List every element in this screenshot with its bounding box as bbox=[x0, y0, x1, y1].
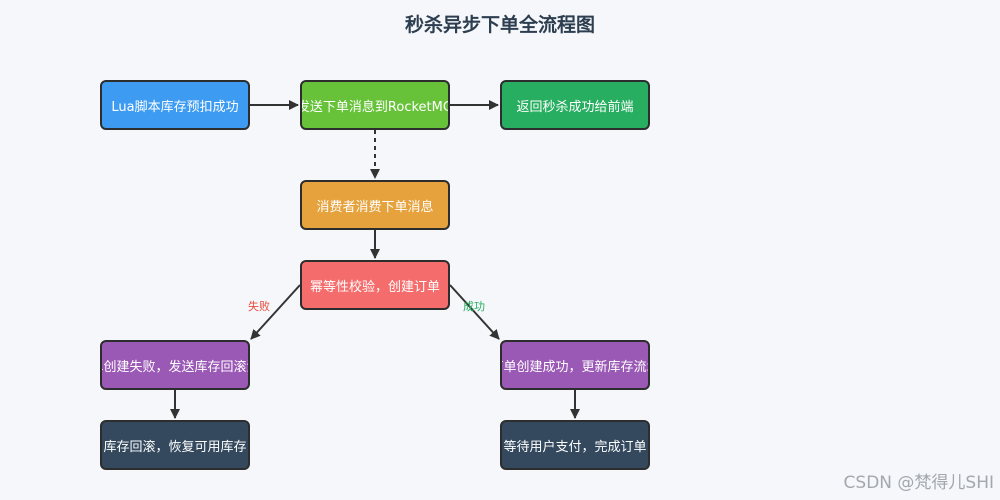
node-idempotent-check: 幂等性校验，创建订单 bbox=[300, 260, 450, 310]
node-lua-stock-deduct: Lua脚本库存预扣成功 bbox=[100, 80, 250, 130]
diagram-title: 秒杀异步下单全流程图 bbox=[404, 14, 595, 36]
node-return-success: 返回秒杀成功给前端 bbox=[500, 80, 650, 130]
node-order-success: 订单创建成功，更新库存流水 bbox=[500, 340, 650, 390]
watermark: CSDN @梵得儿SHI bbox=[843, 473, 994, 493]
node-consume-message: 消费者消费下单消息 bbox=[300, 180, 450, 230]
node-stock-rollback: 库存回滚，恢复可用库存 bbox=[100, 420, 250, 470]
edge-label-success: 成功 bbox=[463, 300, 485, 313]
edge-idempotent-to-success bbox=[449, 284, 500, 340]
node-wait-payment: 等待用户支付，完成订单 bbox=[500, 420, 650, 470]
node-send-mq-message: 发送下单消息到RocketMQ bbox=[300, 80, 450, 130]
edge-idempotent-to-fail bbox=[250, 284, 301, 340]
edge-label-fail: 失败 bbox=[248, 300, 270, 313]
